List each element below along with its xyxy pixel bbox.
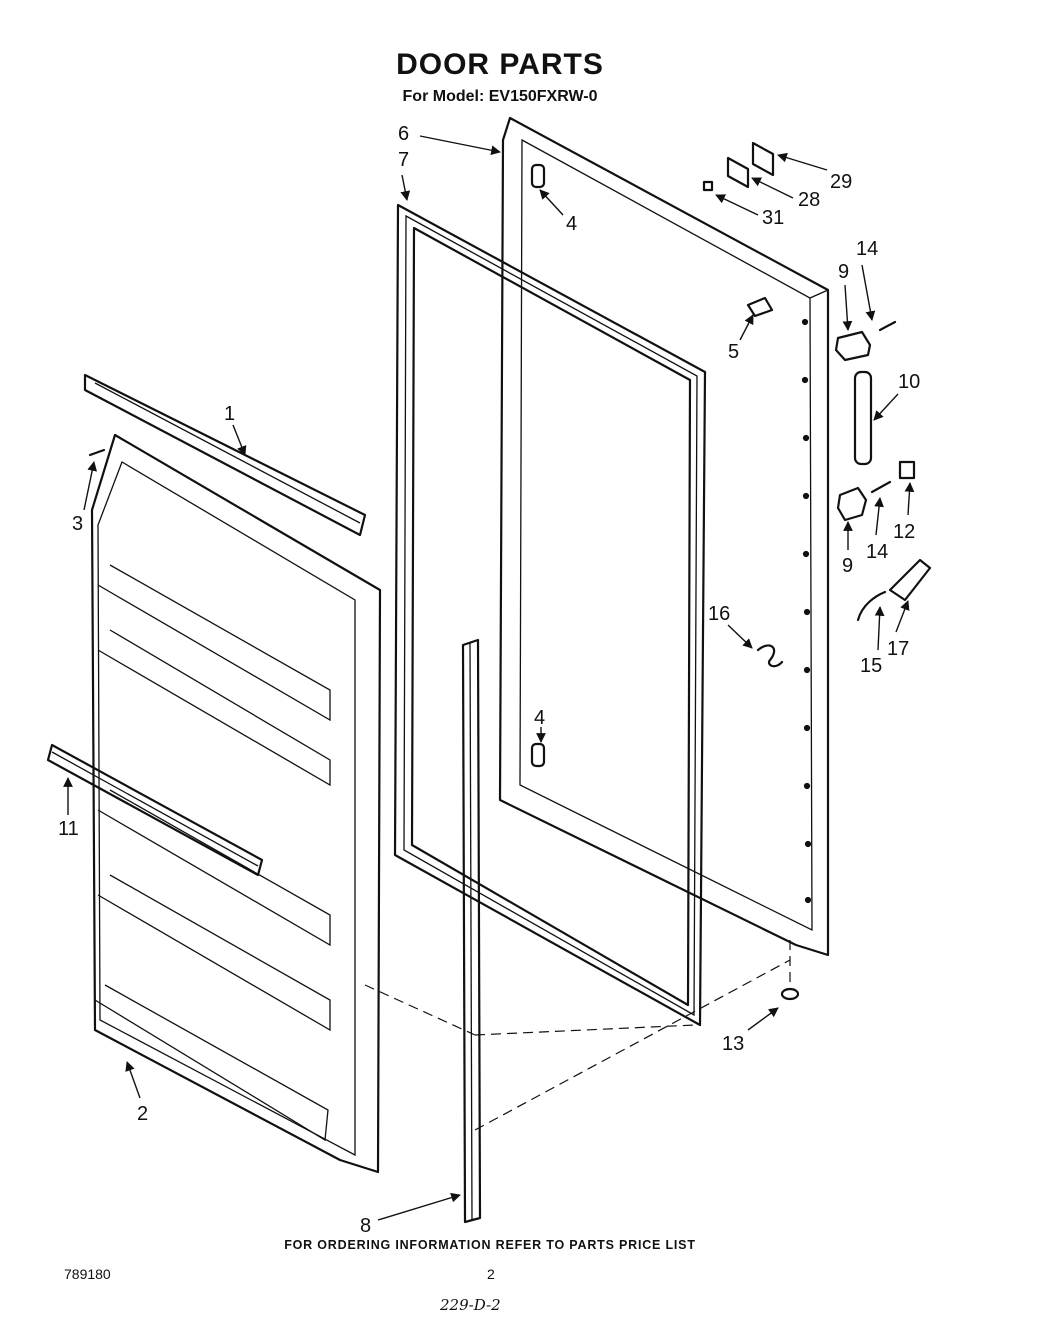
callout-1: 1 [224, 403, 235, 425]
model-subtitle: For Model: EV150FXRW-0 [402, 88, 598, 105]
callout-12: 12 [893, 521, 915, 543]
callout-5: 5 [728, 341, 739, 363]
page-title: DOOR PARTS [396, 48, 604, 81]
lower-hinge [836, 486, 868, 522]
callout-14-top: 14 [856, 238, 878, 260]
callout-4-top: 4 [566, 213, 577, 235]
shim [898, 460, 916, 480]
callout-6: 6 [398, 123, 409, 145]
callout-17: 17 [887, 638, 909, 660]
vertical-strip [461, 638, 482, 1224]
leader-arrows [63, 135, 915, 1221]
callout-14-bottom: 14 [866, 541, 888, 563]
callout-3: 3 [72, 513, 83, 535]
callout-28: 28 [798, 189, 820, 211]
callout-10: 10 [898, 371, 920, 393]
label-parts [702, 141, 775, 192]
callout-7: 7 [398, 149, 409, 171]
inner-door-liner [90, 433, 382, 1174]
hinge-pin [853, 370, 873, 466]
handwritten-note: 229-D-2 [440, 1296, 501, 1314]
page-number: 2 [487, 1266, 495, 1282]
callout-31: 31 [762, 207, 784, 229]
screws [88, 320, 897, 494]
document-number: 789180 [64, 1266, 111, 1282]
alignment-lines [364, 940, 791, 1131]
callout-labels: 1 2 3 4 4 5 6 7 8 9 9 10 11 12 13 14 14 … [58, 123, 920, 1237]
upper-hinge [834, 330, 872, 362]
door-rail [46, 743, 264, 877]
callout-9-top: 9 [838, 261, 849, 283]
foot-glide [780, 987, 800, 1001]
ordering-note: FOR ORDERING INFORMATION REFER TO PARTS … [284, 1238, 696, 1252]
callout-13: 13 [722, 1033, 744, 1055]
callout-9-bottom: 9 [842, 555, 853, 577]
callout-29: 29 [830, 171, 852, 193]
door-stops [530, 163, 546, 768]
breaker-strip [83, 373, 367, 537]
callout-16: 16 [708, 603, 730, 625]
callout-15: 15 [860, 655, 882, 677]
outer-door-panel [498, 116, 830, 957]
door-gasket [393, 203, 707, 1027]
callout-2: 2 [137, 1103, 148, 1125]
callout-8: 8 [360, 1215, 371, 1237]
handle-assembly [856, 558, 932, 622]
upper-bracket [746, 296, 774, 318]
callout-11: 11 [58, 818, 79, 840]
latch-hook [756, 644, 784, 668]
callout-4-bottom: 4 [534, 707, 545, 729]
